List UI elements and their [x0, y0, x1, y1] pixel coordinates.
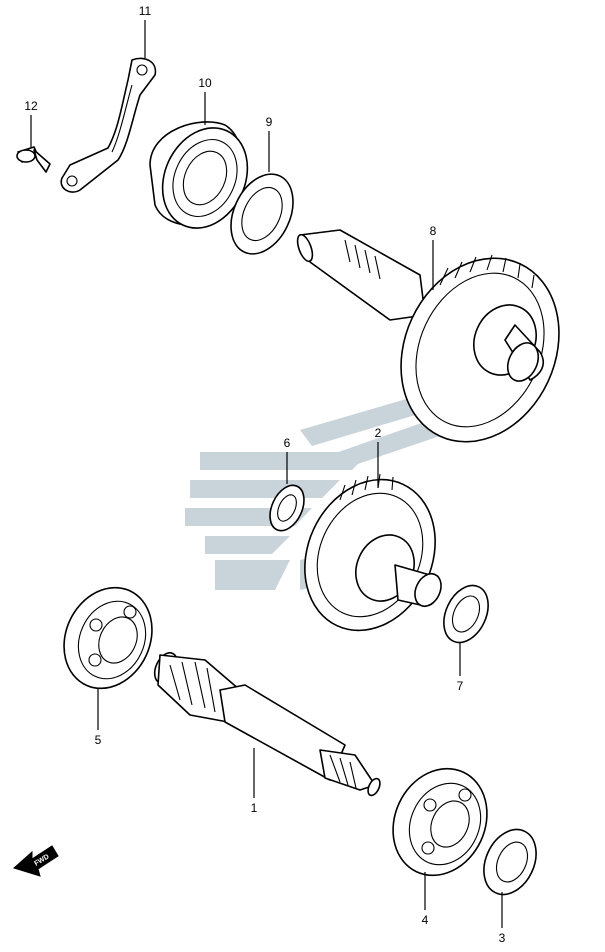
callout-10: 10	[198, 76, 212, 90]
part-1-drive-shaft	[153, 652, 381, 797]
part-8-gear-shaft	[296, 229, 560, 443]
part-5-bearing	[63, 586, 153, 690]
callout-5: 5	[95, 733, 102, 747]
part-6-washer	[269, 484, 305, 532]
callout-2: 2	[375, 426, 382, 440]
callout-1: 1	[251, 801, 258, 815]
watermark-logo	[185, 395, 440, 590]
callout-11: 11	[139, 4, 152, 18]
callout-labels: 11 12 10 9 8 6 2 7 5 1 4 3	[24, 4, 505, 945]
part-4-bearing	[392, 767, 488, 877]
part-7-washer	[443, 584, 489, 644]
callout-12: 12	[24, 99, 38, 113]
fwd-direction-arrow: FWD	[13, 845, 59, 877]
part-11-bracket	[60, 57, 157, 193]
callout-8: 8	[430, 224, 437, 238]
callout-6: 6	[284, 436, 291, 450]
part-2-gear	[304, 473, 442, 632]
part-12-screw	[16, 146, 51, 173]
part-10-bearing	[149, 121, 249, 229]
callout-9: 9	[266, 115, 273, 129]
callout-7: 7	[457, 679, 464, 693]
part-3-seal	[483, 828, 537, 896]
leader-lines	[30, 20, 503, 928]
callout-4: 4	[422, 913, 429, 927]
callout-3: 3	[499, 931, 506, 945]
part-9-seal	[230, 173, 294, 255]
